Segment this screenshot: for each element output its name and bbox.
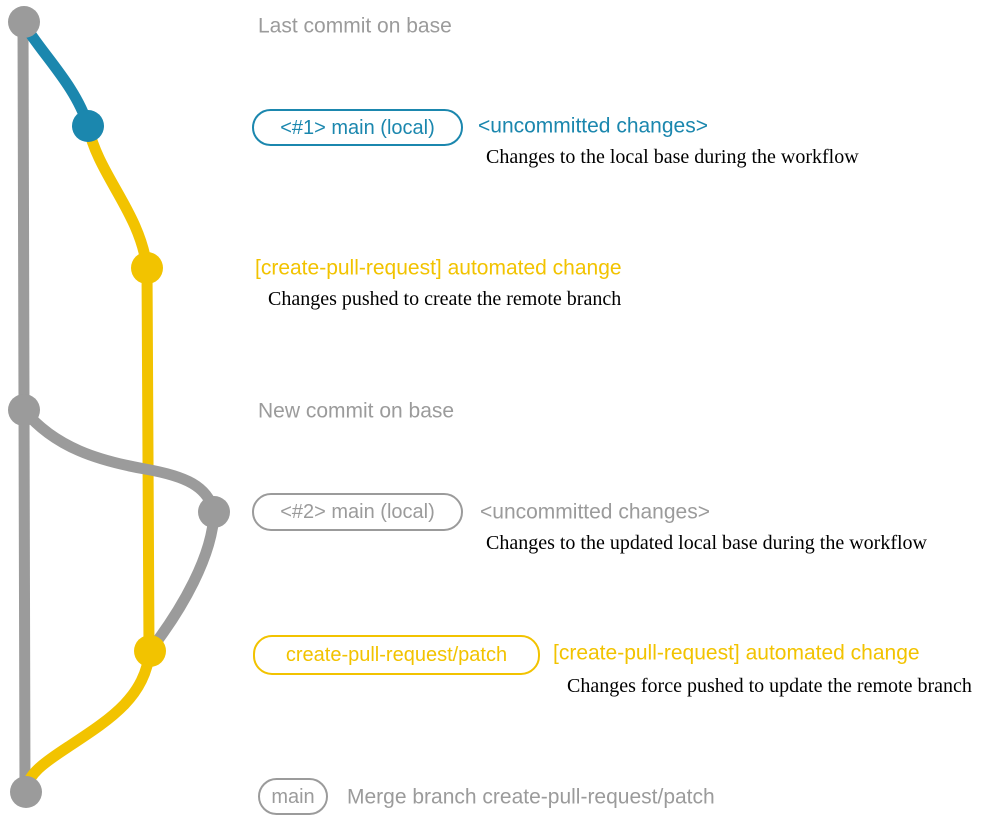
automated-change-desc-2: Changes force pushed to update the remot… <box>567 675 972 697</box>
commit-node-uncommitted-1 <box>72 110 104 142</box>
merge-line <box>20 644 156 795</box>
commit-node-uncommitted-2 <box>198 496 230 528</box>
uncommitted-changes-title-2: <uncommitted changes> <box>480 500 710 524</box>
patch-branch-line <box>82 120 155 654</box>
commit-node-merge <box>10 776 42 808</box>
rebase-out-line <box>18 404 220 518</box>
local-main-branch-line <box>18 18 94 132</box>
branch-badge-patch: create-pull-request/patch <box>253 635 540 675</box>
automated-change-title-1: [create-pull-request] automated change <box>255 256 622 280</box>
rebase-in-line <box>146 506 220 654</box>
commit-node-new-base <box>8 394 40 426</box>
uncommitted-changes-desc-1: Changes to the local base during the wor… <box>486 146 859 168</box>
uncommitted-changes-desc-2: Changes to the updated local base during… <box>486 532 927 554</box>
last-commit-label: Last commit on base <box>258 14 452 38</box>
merge-commit-title: Merge branch create-pull-request/patch <box>347 785 715 809</box>
commit-node-last-base <box>8 6 40 38</box>
automated-change-desc-1: Changes pushed to create the remote bran… <box>268 288 622 310</box>
branch-badge-main-local-2: <#2> main (local) <box>252 493 463 531</box>
branch-badge-main-local-1: <#1> main (local) <box>252 109 463 146</box>
commit-node-automated-1 <box>131 252 163 284</box>
new-commit-label: New commit on base <box>258 399 455 423</box>
commit-node-automated-2 <box>134 635 166 667</box>
uncommitted-changes-title-1: <uncommitted changes> <box>478 114 708 138</box>
branch-badge-main: main <box>258 778 328 815</box>
automated-change-title-2: [create-pull-request] automated change <box>553 641 920 665</box>
